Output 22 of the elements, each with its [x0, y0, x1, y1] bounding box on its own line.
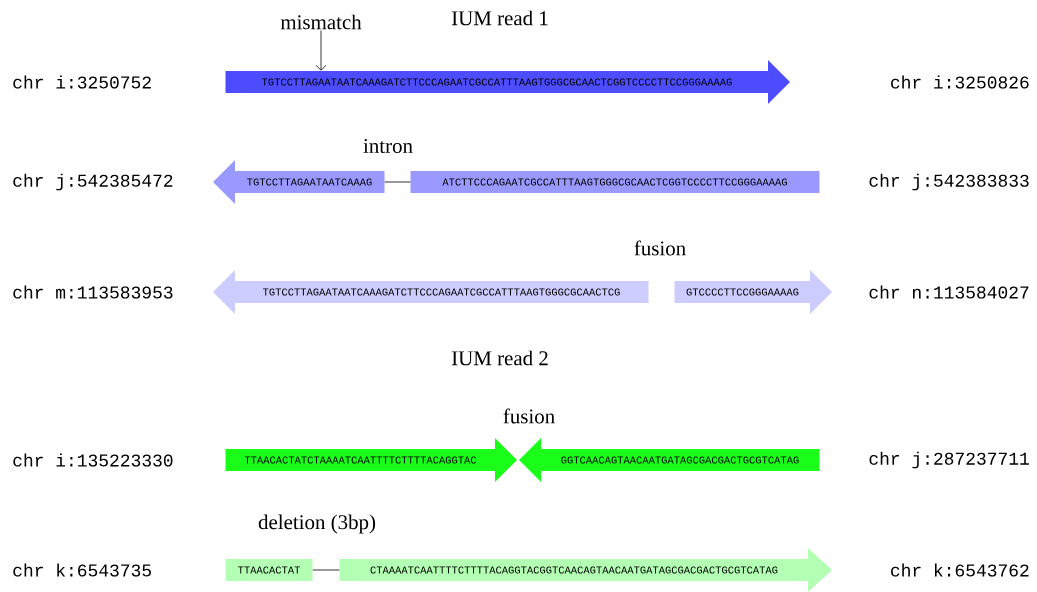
- gap-line: [312, 569, 340, 571]
- annotation-text: fusion: [503, 408, 555, 424]
- annotation-text: intron: [363, 138, 413, 153]
- gap-line: [384, 181, 411, 183]
- annotation-text: deletion (3bp): [258, 514, 376, 534]
- sequence-bar: ATCTTCCCAGAATCGCCATTTAAGTGGGCGCAACTCGGTCCCCTTCCGGGAAAAG: [410, 171, 820, 193]
- coordinate-label: chr i:3250826: [891, 75, 1029, 89]
- coordinate-label: chr n:113584027: [869, 285, 1029, 299]
- annotation-text: mismatch: [280, 14, 362, 30]
- coordinate-label: chr j:542385472: [13, 173, 173, 191]
- pointer-arrow: [315, 30, 327, 71]
- coordinate-label: chr m:113583953: [13, 285, 173, 299]
- sequence-bar: TTAACACTAT: [225, 559, 313, 581]
- annotation-text: fusion: [634, 240, 686, 256]
- coordinate-label: chr j:542383833: [869, 173, 1029, 191]
- coordinate-label: chr k:6543735: [13, 563, 151, 577]
- coordinate-label: chr i:135223330: [13, 453, 173, 467]
- coordinate-label: chr k:6543762: [891, 563, 1029, 577]
- coordinate-label: chr i:3250752: [13, 75, 151, 89]
- annotation-text: IUM read 2: [451, 350, 548, 366]
- coordinate-label: chr j:287237711: [869, 451, 1029, 469]
- annotation-text: IUM read 1: [451, 10, 548, 26]
